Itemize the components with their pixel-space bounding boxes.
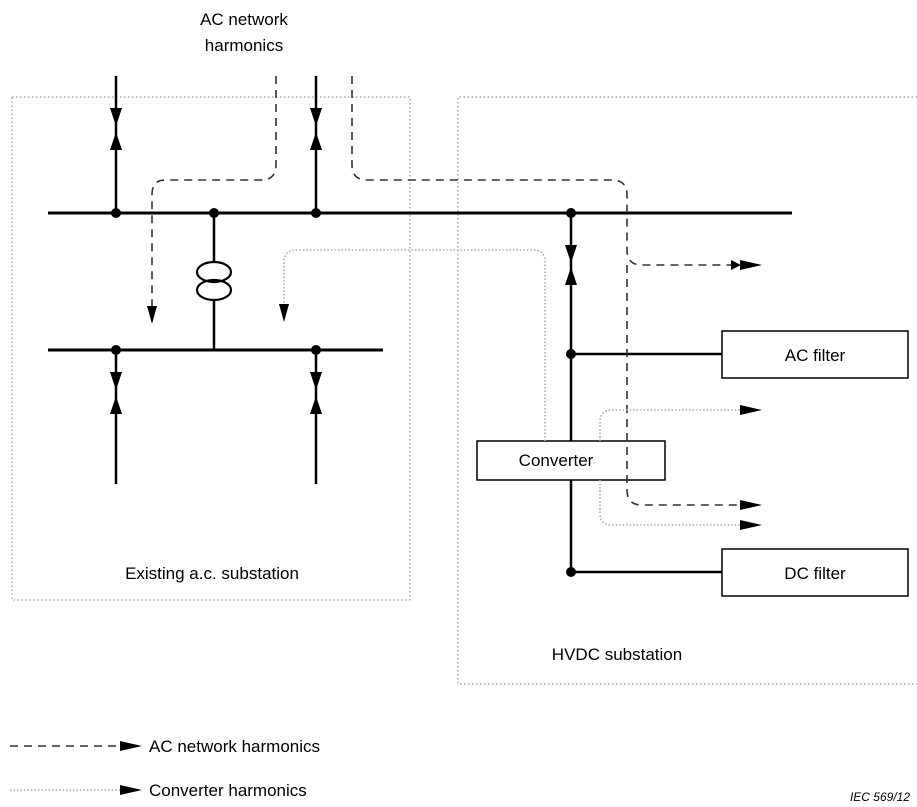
converter-harmonics-paths xyxy=(279,249,762,530)
ac-filter-label: AC filter xyxy=(785,346,846,365)
existing-substation-zone xyxy=(11,96,411,601)
feeder-bottom-right xyxy=(310,345,322,484)
hvdc-substation-zone xyxy=(457,96,917,685)
dc-filter-label: DC filter xyxy=(784,564,846,583)
feeder-top-left xyxy=(110,76,122,218)
legend: AC network harmonics Converter harmonics xyxy=(10,737,320,800)
hvdc-trunk xyxy=(565,208,722,577)
converter-label: Converter xyxy=(519,451,594,470)
feeder-bottom-left xyxy=(110,345,122,484)
dc-filter-box xyxy=(721,548,909,597)
existing-substation-label: Existing a.c. substation xyxy=(125,564,299,583)
legend-ac-label: AC network harmonics xyxy=(149,737,320,756)
ac-filter-box xyxy=(721,330,909,379)
ac-network-harmonics-title-line2: harmonics xyxy=(205,36,283,55)
ac-network-harmonics-title-line1: AC network xyxy=(200,10,288,29)
hvdc-substation-label: HVDC substation xyxy=(552,645,682,664)
legend-converter-label: Converter harmonics xyxy=(149,781,307,800)
iec-reference: IEC 569/12 xyxy=(850,790,910,804)
ac-harmonics-paths xyxy=(147,76,762,510)
feeder-top-right xyxy=(310,76,322,218)
converter-box xyxy=(476,440,666,481)
transformer xyxy=(195,208,233,350)
